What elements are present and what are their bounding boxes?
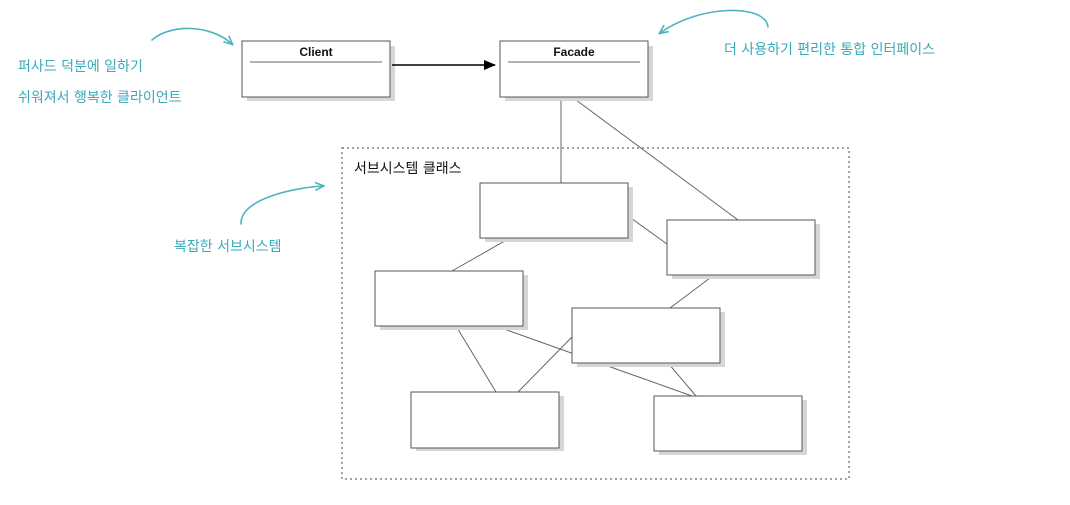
facade-class-box: Facade: [499, 40, 653, 101]
connector-line: [451, 237, 511, 272]
subsystem-boundary: [341, 147, 850, 480]
subsystem-class-box: [666, 219, 820, 279]
facade-annotation: 더 사용하기 편리한 통합 인터페이스: [724, 42, 935, 58]
facade-class-name: Facade: [553, 45, 595, 59]
subsystem-annotation: 복잡한 서브시스템: [174, 239, 282, 255]
connections: [451, 96, 739, 397]
subsystem-class-box: [479, 182, 633, 242]
client-class-box: Client: [241, 40, 395, 101]
subsystem-annotation-arrow: [240, 186, 323, 225]
subsystem-class-box: [571, 307, 725, 367]
connector-line: [627, 215, 668, 245]
connector-line: [517, 336, 573, 393]
connector-line: [455, 325, 497, 393]
client-annotation-line2: 쉬워져서 행복한 클라이언트: [18, 90, 182, 106]
subsystem-class-box: [410, 391, 564, 451]
connector-line: [667, 362, 697, 397]
subsystem-class-box: [653, 395, 807, 455]
client-class-name: Client: [299, 45, 332, 59]
connector-line: [669, 274, 715, 309]
client-annotation-line1: 퍼사드 덕분에 일하기: [18, 59, 143, 75]
client-annotation-arrow: [151, 27, 232, 44]
subsystem-class-box: [374, 270, 528, 330]
connector-line: [571, 96, 739, 221]
facade-annotation-arrow: [660, 9, 769, 33]
subsystem-title: 서브시스템 클래스: [354, 161, 462, 177]
